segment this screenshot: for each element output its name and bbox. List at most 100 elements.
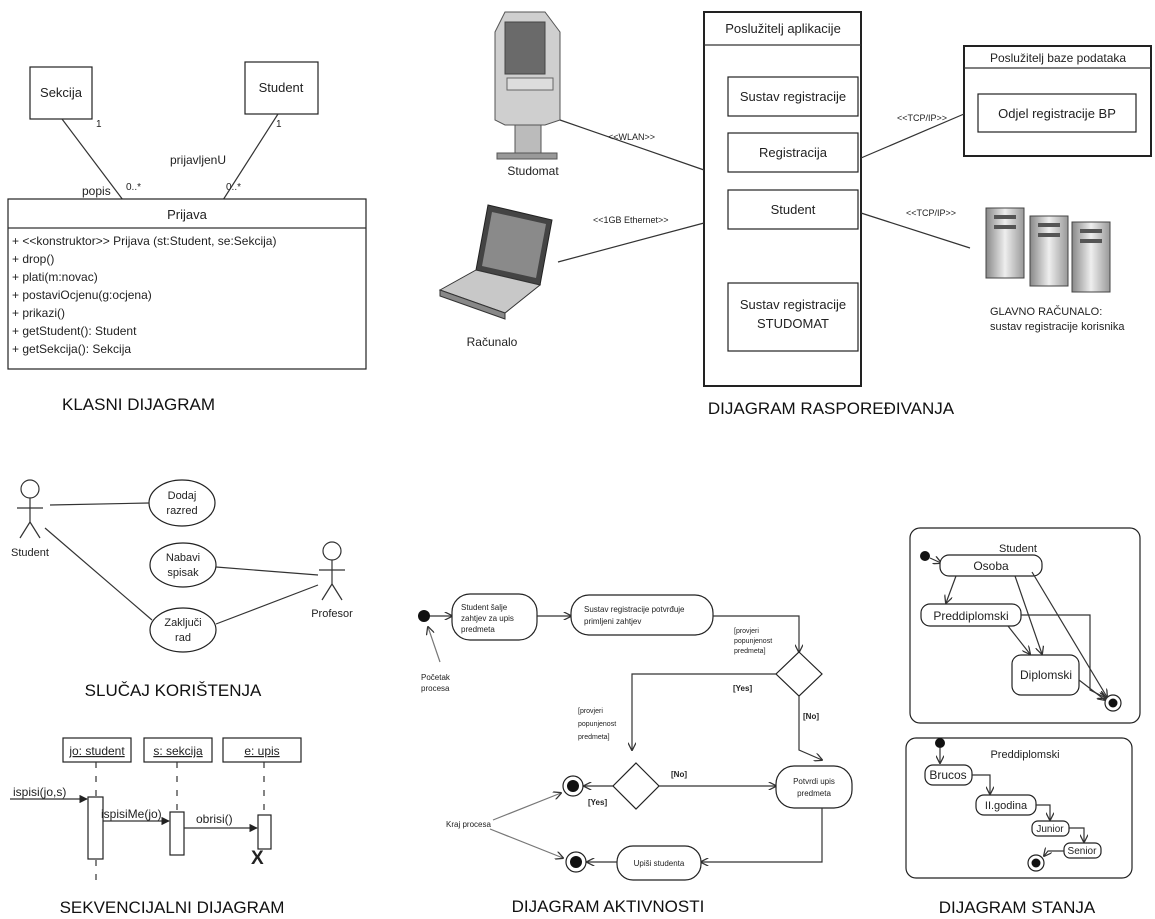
mainframe-subtitle: sustav registracije korisnika [990, 321, 1125, 333]
state-diagram: Student Osoba Preddiplomski Diplomski Pr… [905, 527, 1141, 917]
assoc-profesor-zakljuci [215, 584, 319, 625]
action-student-salje-line1: Student šalje [461, 603, 508, 612]
laptop-icon [438, 204, 553, 320]
guard2-line3: predmeta] [578, 734, 610, 741]
flow-confirm-enroll [701, 808, 823, 862]
state-student-title: Student [999, 543, 1037, 555]
lifeline-upis-box [222, 737, 302, 763]
activation-sekcija [169, 811, 185, 856]
caption-activity: DIJAGRAM AKTIVNOSTI [512, 897, 705, 916]
method-2: + plati(m:novac) [12, 270, 98, 284]
msg-obrisi-label: obrisi() [196, 812, 233, 826]
usecase-zakljuci-line2: rad [175, 632, 191, 644]
kiosk-label: Studomat [507, 164, 559, 178]
end-note-link-1 [492, 793, 561, 821]
usecase-dodaj-razred [148, 479, 216, 527]
guard-no-2: [No] [671, 770, 687, 779]
state-initial-icon [920, 551, 930, 561]
state-flow-pred-dipl [1007, 625, 1030, 654]
db-component [977, 93, 1137, 133]
state-flow-dipl-final [1078, 679, 1105, 700]
assoc-student-dodaj [49, 502, 150, 506]
method-0: + <<konstruktor>> Prijava (st:Student, s… [12, 234, 276, 248]
start-note-link [428, 627, 441, 663]
lifeline-student-label: jo: student [68, 744, 125, 758]
lifeline-student-box [62, 737, 132, 763]
component-1-label: Registracija [759, 145, 828, 160]
caption-class: KLASNI DIJAGRAM [62, 395, 215, 414]
mult-sekcija: 1 [96, 119, 102, 130]
state-final-dot-icon [1108, 698, 1118, 708]
action-upisi-studenta [616, 845, 702, 881]
state-flow-senior-final [1044, 851, 1064, 856]
class-student-label: Student [259, 80, 304, 95]
usecase-nabavi-spisak [149, 542, 217, 588]
student-actor-icon [17, 479, 43, 539]
profesor-actor-icon [319, 541, 345, 601]
class-prijava-box [7, 198, 367, 370]
activation-upis [257, 814, 272, 850]
usecase-nabavi-line1: Nabavi [166, 552, 200, 564]
method-1: + drop() [12, 252, 54, 266]
sequence-diagram: jo: student s: sekcija e: upis ispisi(jo… [10, 737, 302, 917]
ethernet-link [557, 222, 705, 263]
component-2 [727, 189, 859, 230]
msg-ispisime-label: ispisiMe(jo) [101, 807, 162, 821]
state-sub-title: Preddiplomski [990, 749, 1059, 761]
end-note: Kraj procesa [446, 820, 491, 829]
state-sub-initial-icon [935, 738, 945, 748]
class-diagram: Sekcija Student 1 1 popis 0..* prijavlje… [7, 61, 367, 414]
state-flow-brucos-ii [972, 774, 990, 794]
guard-no-1: [No] [803, 712, 819, 721]
method-3: + postaviOcjenu(g:ocjena) [12, 288, 152, 302]
action-student-salje-line3: predmeta [461, 625, 495, 634]
final-node-1-dot-icon [567, 780, 579, 792]
assoc-popis-line [61, 118, 124, 201]
start-note-line1: Početak [421, 673, 451, 682]
state-diplomski [1011, 654, 1080, 696]
start-note-line2: procesa [421, 684, 450, 693]
state-sub-final-dot-icon [1031, 858, 1041, 868]
lifeline-sekcija-box [143, 737, 213, 763]
guard-yes-2: [Yes] [588, 798, 607, 807]
component-studomat [727, 282, 859, 352]
component-studomat-line1: Sustav registracije [740, 297, 846, 312]
mainframe-title: GLAVNO RAČUNALO: [990, 305, 1102, 318]
caption-sequence: SEKVENCIJALNI DIJAGRAM [60, 898, 285, 917]
state-flow-ii-junior [1036, 804, 1050, 820]
class-student-box [244, 61, 319, 115]
usecase-dodaj-line2: razred [166, 505, 197, 517]
db-server-title: Poslužitelj baze podataka [990, 51, 1126, 65]
wlan-link [559, 119, 705, 171]
activation-student [87, 796, 104, 860]
mult-prijavljen: 0..* [226, 182, 241, 193]
component-studomat-line2: STUDOMAT [757, 316, 829, 331]
role-prijavljen: prijavljenU [170, 153, 226, 167]
assoc-prijavljen-line [222, 113, 279, 201]
class-sekcija-label: Sekcija [40, 85, 83, 100]
state-flow-osoba-pred [946, 575, 957, 603]
component-0-label: Sustav registracije [740, 89, 846, 104]
tcp-link-db [860, 113, 965, 159]
tcp-link-mainframe [860, 212, 971, 249]
caption-deployment: DIJAGRAM RASPOREĐIVANJA [708, 399, 955, 418]
app-server-title: Poslužitelj aplikacije [725, 21, 841, 36]
usecase-diagram: Student Profesor Dodaj razred Nabavi spi… [11, 479, 353, 700]
guard-yes-1: [Yes] [733, 684, 752, 693]
action-potvrdi-line1: Potvrdi upis [793, 777, 835, 786]
method-6: + getSekcija(): Sekcija [12, 342, 131, 356]
db-component-label: Odjel registracije BP [998, 106, 1116, 121]
class-prijava-title: Prijava [167, 207, 208, 222]
actor-profesor-label: Profesor [311, 608, 353, 620]
state-student-frame [909, 527, 1141, 724]
lifeline-sekcija-label: s: sekcija [153, 744, 203, 758]
usecase-zakljuci-line1: Zaključi [164, 617, 201, 629]
assoc-student-zakljuci [44, 527, 153, 621]
state-flow-initial [929, 558, 941, 563]
component-2-label: Student [771, 202, 816, 217]
action-potvrdi-upis [775, 765, 853, 809]
flow-no-1 [798, 696, 822, 760]
state-brucos-label: Brucos [929, 768, 966, 782]
deployment-diagram: Studomat Računalo Poslužitelj aplikacije… [438, 11, 1152, 418]
